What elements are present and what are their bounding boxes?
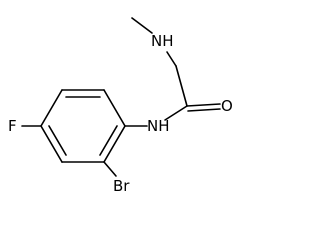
bond-carbonyl-amide-nh <box>164 105 188 121</box>
atom-label-amide-nitrogen: NH <box>147 117 170 135</box>
ring-bond-c4-c5 <box>40 125 63 163</box>
bond-nh-ch2 <box>166 51 177 67</box>
bond-ring-bromine <box>103 161 117 177</box>
atom-label-carbonyl-oxygen: O <box>221 97 233 115</box>
bond-layer <box>21 17 221 177</box>
ring-bond-c3-c4 <box>40 89 63 127</box>
bond-carbonyl-oxygen-2 <box>187 108 221 112</box>
atom-label-layer: NH O NH F Br <box>8 32 233 195</box>
ring-bond-c1-c2 <box>103 89 126 127</box>
bond-carbonyl-oxygen-1 <box>186 103 221 107</box>
bond-ch2-carbonyl <box>175 65 188 107</box>
molecule-structure: NH O NH F Br <box>8 17 233 195</box>
atom-label-bromine: Br <box>113 177 130 195</box>
ring-double-c4-c5 <box>48 125 67 156</box>
bond-methyl-nh <box>131 17 153 34</box>
atom-label-fluorine: F <box>8 117 17 135</box>
atom-label-methyl-amine: NH <box>151 32 174 50</box>
ring-double-c6-c1 <box>99 125 118 156</box>
ring-bond-c6-c1 <box>103 125 126 163</box>
